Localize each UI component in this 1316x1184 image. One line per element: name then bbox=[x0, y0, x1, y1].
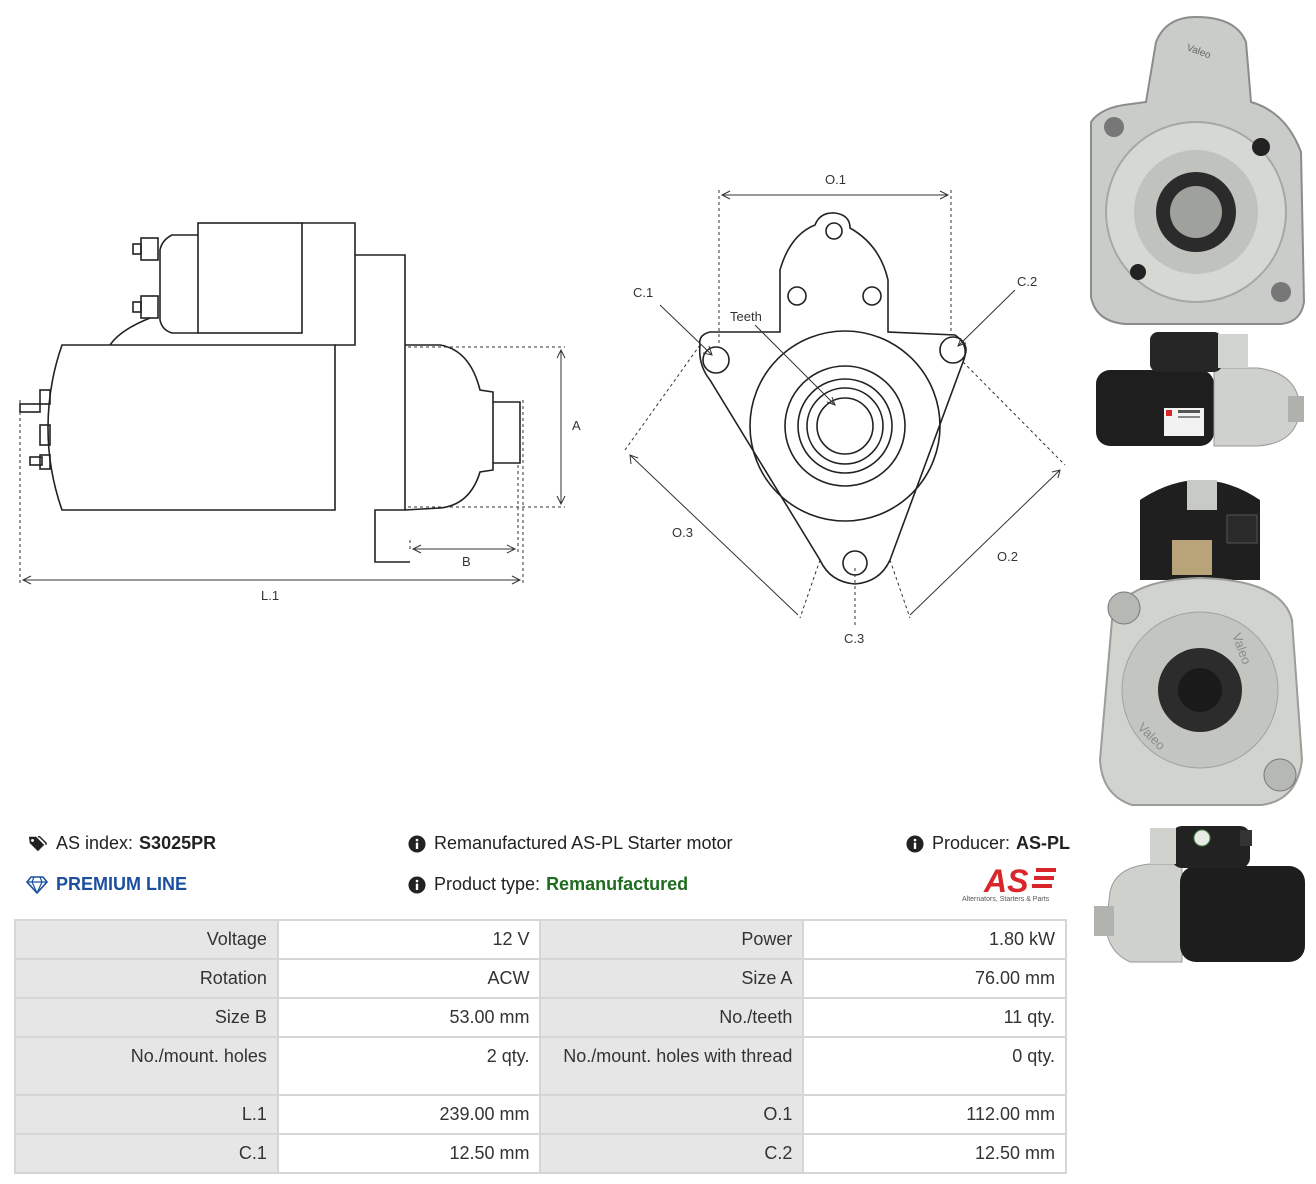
info-icon bbox=[906, 834, 924, 853]
spec-label: Size B bbox=[14, 997, 279, 1038]
spec-value: ACW bbox=[276, 958, 542, 999]
dim-l1-label: L.1 bbox=[261, 588, 279, 603]
premium-line-label: PREMIUM LINE bbox=[56, 874, 188, 894]
dim-o1-label: O.1 bbox=[825, 172, 846, 187]
spec-label: O.1 bbox=[539, 1094, 805, 1135]
spec-label: Rotation bbox=[14, 958, 279, 999]
spec-label: L.1 bbox=[14, 1094, 279, 1135]
as-index-label: AS index: bbox=[56, 833, 134, 853]
dim-a-label: A bbox=[572, 418, 581, 433]
front-view-drawing bbox=[698, 212, 967, 585]
as-index: AS index: S3025PR bbox=[26, 833, 216, 854]
spec-label: No./teeth bbox=[539, 997, 805, 1038]
spec-label: Voltage bbox=[14, 919, 279, 960]
technical-drawing: A B L.1 O.1 O.3 O.2 C.1 C.2 C.3 Teeth bbox=[19, 172, 1066, 646]
logo-mark-text: AS bbox=[983, 864, 1029, 896]
photo-three-quarter-view[interactable] bbox=[1090, 822, 1310, 970]
spec-value: 12.50 mm bbox=[276, 1133, 542, 1174]
spec-label: C.1 bbox=[14, 1133, 279, 1174]
logo-tagline: Alternators, Starters & Parts bbox=[962, 896, 1050, 903]
spec-value: 76.00 mm bbox=[802, 958, 1067, 999]
product-description: Remanufactured AS-PL Starter motor bbox=[408, 833, 732, 854]
as-logo-mark: AS bbox=[983, 863, 1056, 899]
spec-value: 12.50 mm bbox=[802, 1133, 1067, 1174]
dim-b-label: B bbox=[462, 554, 471, 569]
dim-o2-label: O.2 bbox=[997, 549, 1018, 564]
product-type: Product type: Remanufactured bbox=[408, 874, 688, 895]
spec-value: 12 V bbox=[276, 919, 542, 960]
spec-value: 0 qty. bbox=[802, 1036, 1067, 1096]
dim-c2-label: C.2 bbox=[1017, 274, 1037, 289]
tags-icon bbox=[28, 835, 47, 851]
dim-c1-label: C.1 bbox=[633, 285, 653, 300]
product-type-label: Product type: bbox=[434, 874, 541, 894]
spec-label: C.2 bbox=[539, 1133, 805, 1174]
diamond-icon bbox=[26, 875, 48, 894]
spec-value: 1.80 kW bbox=[802, 919, 1067, 960]
spec-value: 53.00 mm bbox=[276, 997, 542, 1038]
description-text: Remanufactured AS-PL Starter motor bbox=[434, 833, 733, 853]
premium-line: PREMIUM LINE bbox=[26, 874, 187, 895]
spec-value: 239.00 mm bbox=[276, 1094, 542, 1135]
info-icon bbox=[408, 875, 426, 894]
producer-value: AS-PL bbox=[1016, 833, 1071, 853]
spec-value: 2 qty. bbox=[276, 1036, 542, 1096]
info-icon bbox=[408, 834, 426, 853]
dim-o3-label: O.3 bbox=[672, 525, 693, 540]
spec-label: No./mount. holes with thread bbox=[539, 1036, 805, 1096]
photo-front-view[interactable]: Valeo bbox=[1086, 12, 1308, 330]
teeth-label: Teeth bbox=[730, 309, 762, 324]
side-view-drawing bbox=[19, 222, 521, 563]
producer-label: Producer: bbox=[932, 833, 1011, 853]
spec-label: Size A bbox=[539, 958, 805, 999]
as-pl-logo: AS Alternators, Starters & Parts bbox=[962, 863, 1070, 908]
photo-side-view[interactable] bbox=[1088, 328, 1310, 452]
spec-value: 11 qty. bbox=[802, 997, 1067, 1038]
photo-rear-view[interactable]: Valeo Valeo bbox=[1092, 470, 1310, 815]
spec-label: Power bbox=[539, 919, 805, 960]
dim-c3-label: C.3 bbox=[844, 631, 864, 646]
producer: Producer: AS-PL bbox=[906, 833, 1070, 854]
spec-label: No./mount. holes bbox=[14, 1036, 279, 1096]
spec-value: 112.00 mm bbox=[802, 1094, 1067, 1135]
product-type-value: Remanufactured bbox=[546, 874, 689, 894]
as-index-value: S3025PR bbox=[139, 833, 217, 853]
